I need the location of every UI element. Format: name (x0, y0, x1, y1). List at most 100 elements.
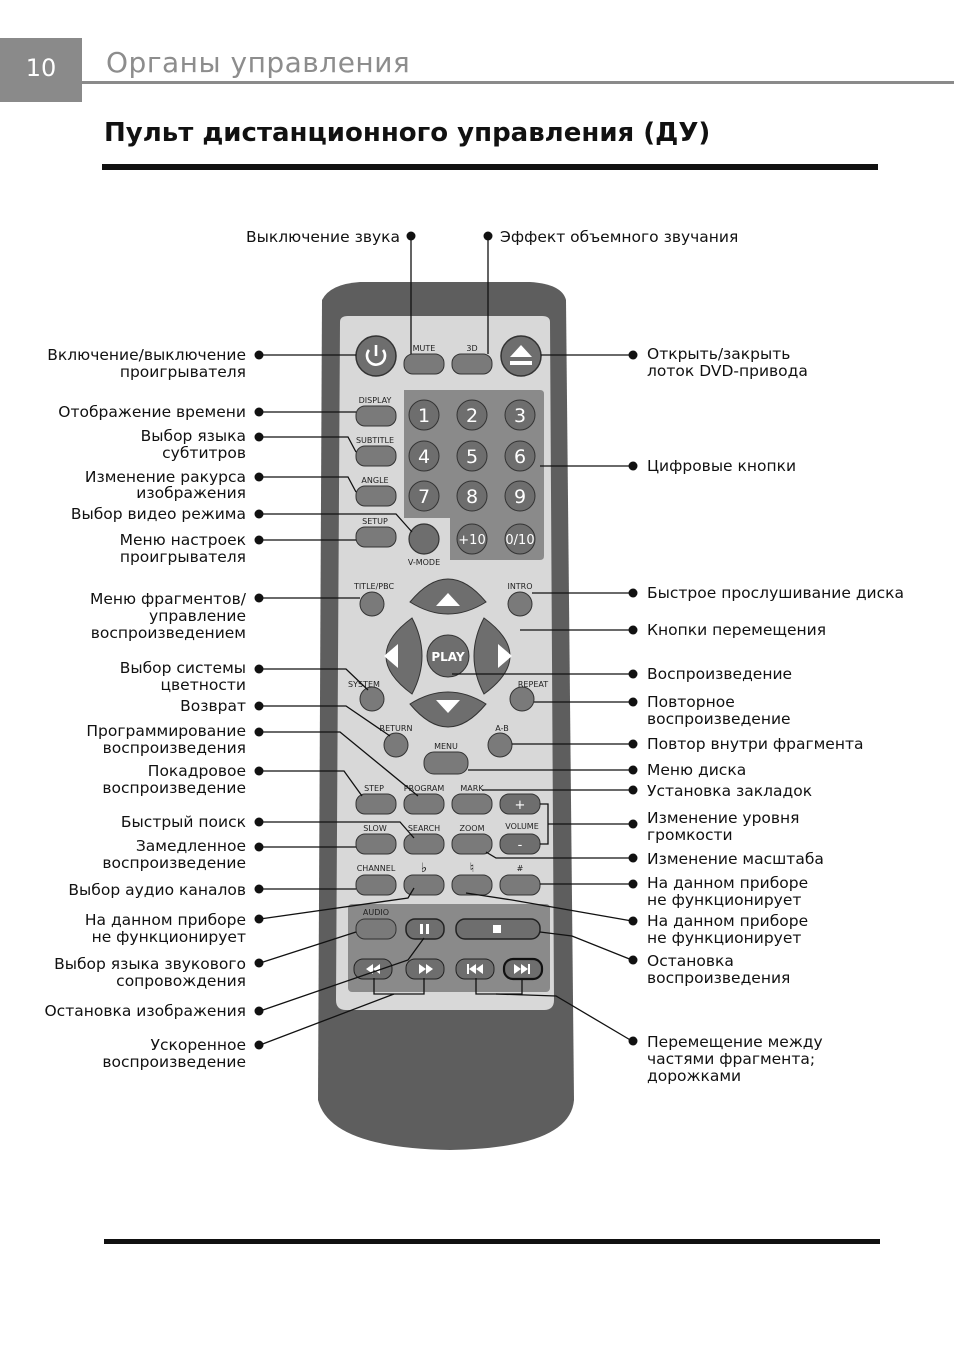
label-step-1: Покадровое (148, 762, 246, 780)
step-button[interactable] (355, 793, 397, 815)
program-button[interactable] (403, 793, 445, 815)
repeat-button[interactable] (509, 686, 535, 712)
label-system-2: цветности (161, 676, 247, 694)
arrow-right-icon (498, 644, 512, 668)
subtitle-button[interactable] (355, 445, 397, 467)
label-title-1: Меню фрагментов/ (90, 590, 247, 608)
mark-button[interactable] (451, 793, 493, 815)
label-subtitle-2: субтитров (162, 444, 246, 462)
system-button[interactable] (359, 686, 385, 712)
label-program-1: Программирование (86, 722, 246, 740)
next-track-icon (514, 964, 530, 974)
digit-button-3[interactable] (504, 399, 536, 431)
mute-label: MUTE (413, 344, 436, 353)
label-stop-1: Остановка (647, 952, 734, 970)
digit-button-4[interactable] (408, 440, 440, 472)
page-number-box (0, 38, 82, 102)
bottom-rule (104, 1239, 880, 1244)
label-mark: Установка закладок (647, 782, 812, 800)
digit-label-3: 3 (514, 405, 526, 427)
label-return: Возврат (180, 697, 246, 715)
flat-button[interactable] (403, 874, 445, 896)
arrow-right-button[interactable] (473, 617, 511, 695)
label-intro: Быстрое прослушивание диска (647, 584, 904, 602)
3d-button[interactable] (451, 353, 493, 375)
setup-button[interactable] (355, 526, 397, 548)
angle-label: ANGLE (361, 476, 388, 485)
flat-label: ♭ (421, 861, 427, 876)
digit-button-7[interactable] (408, 480, 440, 512)
label-volume-1: Изменение уровня (647, 809, 800, 827)
sharp-button[interactable] (499, 874, 541, 896)
label-program-2: воспроизведения (103, 739, 246, 757)
label-mute: Выключение звука (246, 228, 400, 246)
display-button[interactable] (355, 405, 397, 427)
digit-button-9[interactable] (504, 480, 536, 512)
angle-button[interactable] (355, 485, 397, 507)
label-volume-2: громкости (647, 826, 733, 844)
label-arrows: Кнопки перемещения (647, 621, 826, 639)
label-na-flat-2: не функционирует (647, 891, 801, 909)
label-repeat-1: Повторное (647, 693, 735, 711)
channel-button[interactable] (355, 874, 397, 896)
zero10-button[interactable] (504, 523, 536, 555)
label-power-2: проигрывателя (120, 363, 246, 381)
mute-button[interactable] (403, 353, 445, 375)
repeat-label: REPEAT (518, 680, 548, 689)
zero10-label: 0/10 (505, 533, 534, 548)
label-na2-1: На данном приборе (647, 912, 808, 930)
digit-button-6[interactable] (504, 440, 536, 472)
arrow-left-button[interactable] (385, 617, 423, 695)
volume-down-label: - (518, 838, 523, 853)
digit-label-4: 4 (418, 446, 430, 468)
label-ff-1: Ускоренное (151, 1036, 246, 1054)
return-label: RETURN (380, 724, 413, 733)
play-button[interactable] (426, 634, 470, 678)
volume-up-label: + (515, 798, 526, 813)
return-button[interactable] (383, 732, 409, 758)
digit-label-8: 8 (466, 486, 478, 508)
label-digits: Цифровые кнопки (647, 457, 796, 475)
vmode-button[interactable] (408, 523, 440, 555)
ab-label: A-B (495, 724, 508, 733)
plus10-button[interactable] (456, 523, 488, 555)
digit-button-8[interactable] (456, 480, 488, 512)
arrow-down-icon (436, 700, 460, 713)
section-rule (102, 164, 878, 170)
pause-button[interactable] (405, 918, 445, 940)
search-label: SEARCH (408, 824, 440, 833)
zoom-button[interactable] (451, 833, 493, 855)
3d-label: 3D (466, 344, 477, 353)
natural-button[interactable] (451, 874, 493, 896)
label-angle-2: изображения (136, 484, 246, 502)
label-na1-2: не функционирует (92, 928, 246, 946)
digit-button-5[interactable] (456, 440, 488, 472)
label-ab: Повтор внутри фрагмента (647, 735, 864, 753)
slow-button[interactable] (355, 833, 397, 855)
label-audio-2: сопровождения (116, 972, 246, 990)
digit-button-1[interactable] (408, 399, 440, 431)
power-icon (365, 345, 387, 366)
label-slow-2: воспроизведение (102, 854, 246, 872)
ab-button[interactable] (487, 732, 513, 758)
title-pbc-button[interactable] (359, 591, 385, 617)
intro-button[interactable] (507, 591, 533, 617)
label-slow-1: Замедленное (136, 837, 246, 855)
menu-label: MENU (434, 742, 458, 751)
label-setup-2: проигрывателя (120, 548, 246, 566)
setup-label: SETUP (362, 517, 388, 526)
digit-button-2[interactable] (456, 399, 488, 431)
search-button[interactable] (403, 833, 445, 855)
label-search: Быстрый поиск (121, 813, 246, 831)
digit-label-1: 1 (418, 405, 430, 427)
label-display: Отображение времени (58, 403, 246, 421)
label-pause: Остановка изображения (44, 1002, 246, 1020)
zoom-label: ZOOM (460, 824, 485, 833)
system-label: SYSTEM (348, 680, 380, 689)
menu-button[interactable] (423, 751, 469, 775)
stop-icon (493, 925, 501, 933)
audio-button[interactable] (355, 918, 397, 940)
left-labels: Включение/выключение проигрывателя Отобр… (44, 346, 246, 1071)
arrow-up-icon (436, 593, 460, 606)
natural-label: ♮ (470, 861, 475, 876)
